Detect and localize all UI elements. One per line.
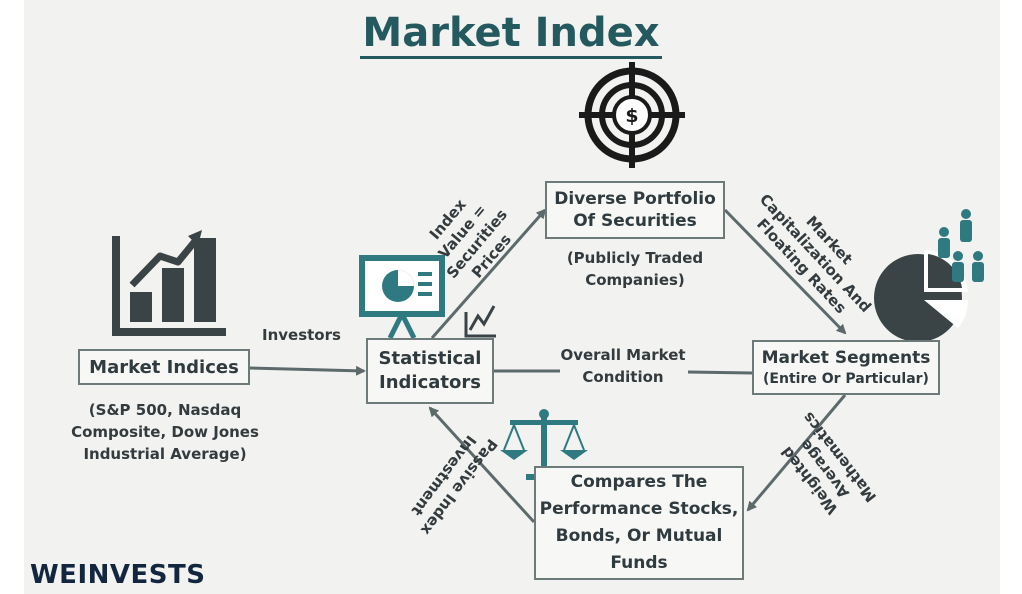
diverse-sub-2: Companies) — [585, 271, 685, 289]
edge-statistical-segments-2 — [687, 370, 753, 375]
indices-subtitle: (S&P 500, Nasdaq Composite, Dow Jones In… — [60, 399, 270, 465]
indices-label: Market Indices — [89, 356, 239, 378]
page-title: Market Index — [0, 10, 1022, 59]
segments-line-1: Market Segments — [761, 347, 931, 368]
node-diverse-portfolio: Diverse Portfolio Of Securities — [545, 181, 725, 239]
left-margin — [0, 0, 24, 594]
edge-label-investors: Investors — [262, 326, 341, 344]
diverse-line-1: Diverse Portfolio — [554, 189, 716, 209]
node-market-indices: Market Indices — [78, 349, 250, 385]
line-chart-icon — [464, 305, 496, 338]
compares-line-2: Performance Stocks, — [539, 499, 739, 519]
statistical-line-1: Statistical — [378, 348, 482, 369]
bar-chart-growth-icon — [112, 230, 226, 336]
indices-sub-1: (S&P 500, Nasdaq — [88, 401, 242, 419]
svg-text:$: $ — [625, 105, 638, 127]
compares-line-1: Compares The — [570, 472, 708, 492]
indices-sub-2: Composite, Dow Jones — [71, 423, 259, 441]
diverse-subtitle: (Publicly Traded Companies) — [545, 247, 725, 291]
edge-diverse-to-segments — [723, 208, 847, 335]
node-market-segments: Market Segments (Entire Or Particular) — [752, 340, 940, 395]
edge-statistical-to-diverse — [430, 208, 547, 339]
brand-logo: WEINVESTS — [30, 560, 206, 590]
edge-label-overall: Overall Market Condition — [548, 344, 698, 388]
edge-indices-to-statistical — [249, 365, 366, 376]
segments-sub: (Entire Or Particular) — [763, 370, 929, 387]
node-statistical-indicators: Statistical Indicators — [366, 338, 494, 404]
title-text: Market Index — [360, 10, 662, 59]
compares-line-4: Funds — [610, 553, 668, 573]
edge-segments-to-compares — [746, 394, 847, 512]
compares-line-3: Bonds, Or Mutual — [555, 526, 723, 546]
target-dollar-icon: $ — [579, 62, 685, 168]
overall-1: Overall Market — [560, 346, 686, 364]
edge-compares-to-statistical — [428, 406, 536, 524]
indices-sub-3: Industrial Average) — [83, 445, 247, 463]
statistical-line-2: Indicators — [379, 372, 481, 393]
overall-2: Condition — [582, 368, 664, 386]
node-compares-performance: Compares The Performance Stocks, Bonds, … — [534, 466, 744, 580]
diverse-line-2: Of Securities — [573, 211, 697, 231]
pie-chart-people-icon — [874, 209, 984, 342]
right-margin — [1000, 0, 1022, 594]
diverse-sub-1: (Publicly Traded — [566, 249, 704, 267]
presentation-board-icon — [359, 255, 445, 340]
